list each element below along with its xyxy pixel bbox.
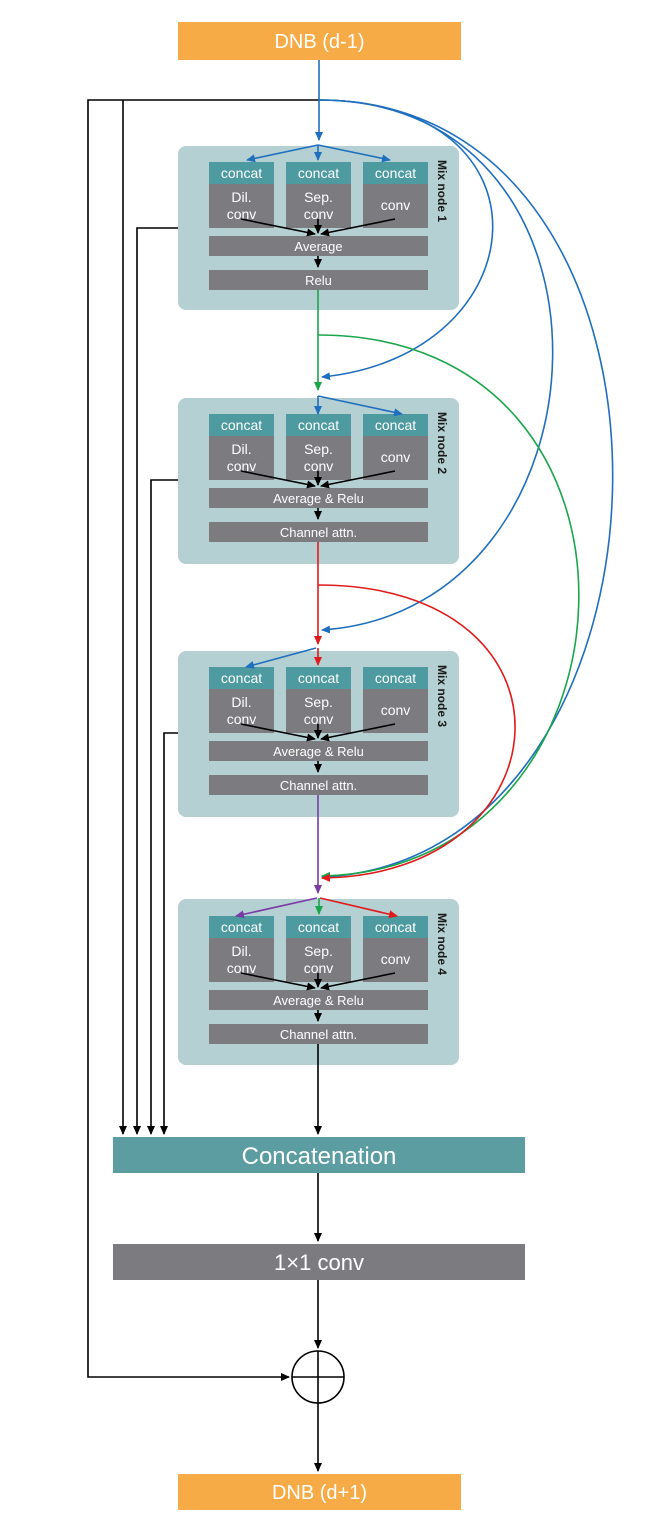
concat-label: concat: [221, 417, 262, 433]
op-label-line1: Dil.: [231, 943, 251, 959]
op-label-line1: Dil.: [231, 189, 251, 205]
op-label-line1: Dil.: [231, 441, 251, 457]
op-label-line2: conv: [304, 960, 334, 976]
blue-connections: [245, 60, 614, 881]
channel-attn-bar-label: Channel attn.: [280, 778, 357, 793]
op-conv: concat conv: [363, 667, 428, 733]
node1-to-node4-arc: [317, 334, 580, 880]
concat-label: concat: [298, 417, 339, 433]
op-label-line1: Sep.: [304, 694, 333, 710]
input-dnb-label: DNB (d-1): [274, 31, 364, 53]
mix-node-label: Mix node 3: [435, 665, 449, 727]
op-label-line2: conv: [304, 458, 334, 474]
op-dil-conv: concat Dil. conv: [209, 414, 274, 480]
concatenation-block: Concatenation: [113, 1137, 525, 1173]
concat-label: concat: [375, 919, 416, 935]
concat-label: concat: [221, 165, 262, 181]
concat-label: concat: [221, 919, 262, 935]
op-label-line1: conv: [381, 197, 411, 213]
average-relu-bar-label: Average & Relu: [273, 993, 364, 1008]
black-connections: [87, 99, 396, 1472]
op-dil-conv: concat Dil. conv: [209, 162, 274, 228]
op-conv: concat conv: [363, 162, 428, 228]
concat-label: concat: [221, 670, 262, 686]
skip-node3-to-concat-arrow: [160, 732, 178, 1135]
conv1x1-block: 1×1 conv: [113, 1244, 525, 1280]
op-sep-conv: concat Sep. conv: [286, 916, 351, 982]
mix-node-label: Mix node 4: [435, 913, 449, 975]
input-to-node4-arc: [318, 99, 614, 881]
op-dil-conv: concat Dil. conv: [209, 667, 274, 733]
conv1x1-label: 1×1 conv: [274, 1250, 364, 1275]
relu-bar-label: Relu: [305, 273, 332, 288]
concat-label: concat: [298, 165, 339, 181]
skip-node1-to-concat-arrow: [133, 227, 178, 1135]
mix-node-label: Mix node 1: [435, 160, 449, 222]
op-label-line2: conv: [304, 206, 334, 222]
op-label-line1: conv: [381, 449, 411, 465]
purple-connections: [235, 795, 322, 919]
skip-node2-to-concat-arrow: [147, 479, 178, 1135]
average-bar-label: Average: [294, 239, 342, 254]
output-dnb-label: DNB (d+1): [272, 1482, 367, 1504]
mix-node-label: Mix node 2: [435, 412, 449, 474]
average-relu-bar-label: Average & Relu: [273, 491, 364, 506]
op-sep-conv: concat Sep. conv: [286, 414, 351, 480]
output-dnb-block: DNB (d+1): [178, 1474, 461, 1510]
sum-node: [291, 1350, 345, 1404]
average-relu-bar-label: Average & Relu: [273, 744, 364, 759]
op-label-line2: conv: [227, 206, 257, 222]
op-label-line1: conv: [381, 951, 411, 967]
op-label-line2: conv: [227, 711, 257, 727]
concat-label: concat: [298, 919, 339, 935]
node2-to-node4-arc: [317, 584, 516, 882]
concat-label: concat: [375, 417, 416, 433]
green-connections: [314, 290, 580, 915]
op-sep-conv: concat Sep. conv: [286, 667, 351, 733]
op-label-line1: Sep.: [304, 189, 333, 205]
op-label-line2: conv: [227, 960, 257, 976]
input-to-node3-arc: [318, 99, 554, 634]
op-sep-conv: concat Sep. conv: [286, 162, 351, 228]
op-label-line2: conv: [304, 711, 334, 727]
op-dil-conv: concat Dil. conv: [209, 916, 274, 982]
residual-skip-arrow: [87, 99, 319, 1381]
op-label-line1: Sep.: [304, 943, 333, 959]
op-label-line1: Dil.: [231, 694, 251, 710]
concat-label: concat: [375, 670, 416, 686]
channel-attn-bar-label: Channel attn.: [280, 525, 357, 540]
mix-node-4: concat Dil. conv concat Sep. conv concat…: [178, 899, 459, 1065]
op-label-line2: conv: [227, 458, 257, 474]
op-label-line1: conv: [381, 702, 411, 718]
red-connections: [314, 542, 516, 919]
op-conv: concat conv: [363, 414, 428, 480]
concat-label: concat: [298, 670, 339, 686]
concatenation-label: Concatenation: [242, 1143, 397, 1170]
op-label-line1: Sep.: [304, 441, 333, 457]
op-conv: concat conv: [363, 916, 428, 982]
input-dnb-block: DNB (d-1): [178, 22, 461, 60]
concat-label: concat: [375, 165, 416, 181]
channel-attn-bar-label: Channel attn.: [280, 1027, 357, 1042]
